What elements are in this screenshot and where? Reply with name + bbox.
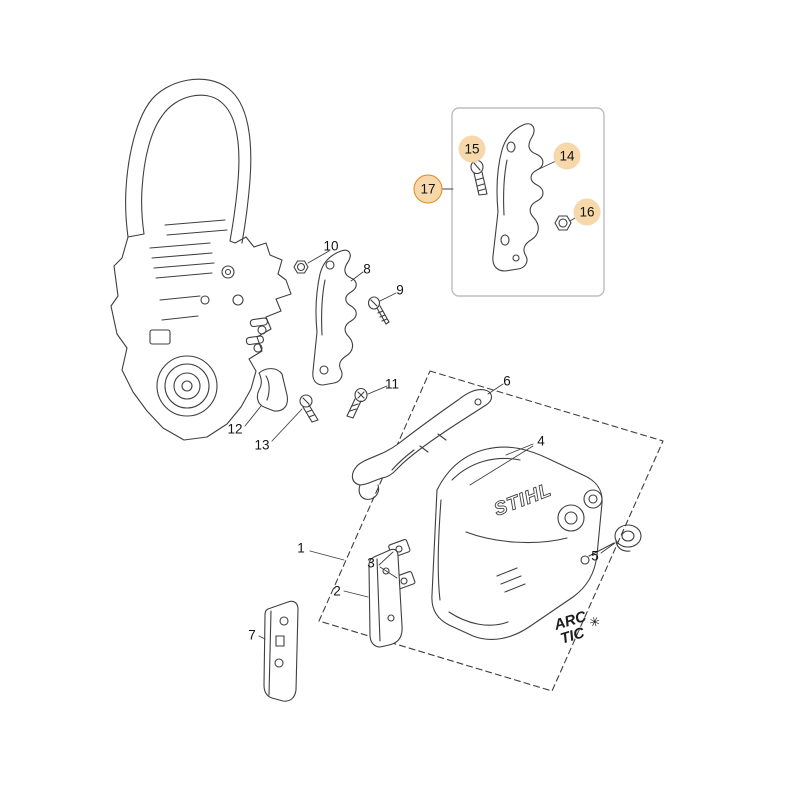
side-plate-2 [368,548,403,648]
hand-guard-8 [312,249,357,386]
callout-14[interactable]: 14 [553,142,581,170]
callout-5[interactable]: 5 [591,548,599,564]
screw-11 [346,387,368,419]
nut-16 [554,215,572,231]
callout-17[interactable]: 17 [413,174,443,204]
screw-9 [367,296,390,325]
callout-9[interactable]: 9 [396,282,404,298]
callout-2[interactable]: 2 [333,583,341,599]
callout-4[interactable]: 4 [537,433,545,449]
callout-16[interactable]: 16 [573,198,601,226]
engine-assembly [110,78,292,441]
callout-6[interactable]: 6 [503,373,511,389]
callout-8[interactable]: 8 [363,261,371,277]
callout-11[interactable]: 11 [384,376,400,392]
callout-15[interactable]: 15 [458,135,486,163]
nut-10 [293,260,309,274]
tensioner-knob-5 [614,524,642,552]
callout-13[interactable]: 13 [254,437,270,453]
snowflake-icon: ✳ [588,614,603,632]
screw-13 [299,394,319,423]
callout-7[interactable]: 7 [248,627,256,643]
bracket-12 [256,368,288,412]
callout-10[interactable]: 10 [323,238,339,254]
side-plate-7 [263,600,299,702]
assembly-group-outline [318,370,664,692]
callout-1[interactable]: 1 [297,540,305,556]
screw-15 [470,159,488,196]
callout-3[interactable]: 3 [367,555,375,571]
sprocket-cover: STIHL [431,446,615,640]
arctic-logo: ARC TIC ✳ [551,608,603,648]
chain-guide-6 [351,389,493,500]
leader-lines [244,156,616,640]
arctic-text-bottom: TIC [558,624,587,648]
hand-guard-14 [492,123,544,272]
callout-12[interactable]: 12 [227,421,243,437]
